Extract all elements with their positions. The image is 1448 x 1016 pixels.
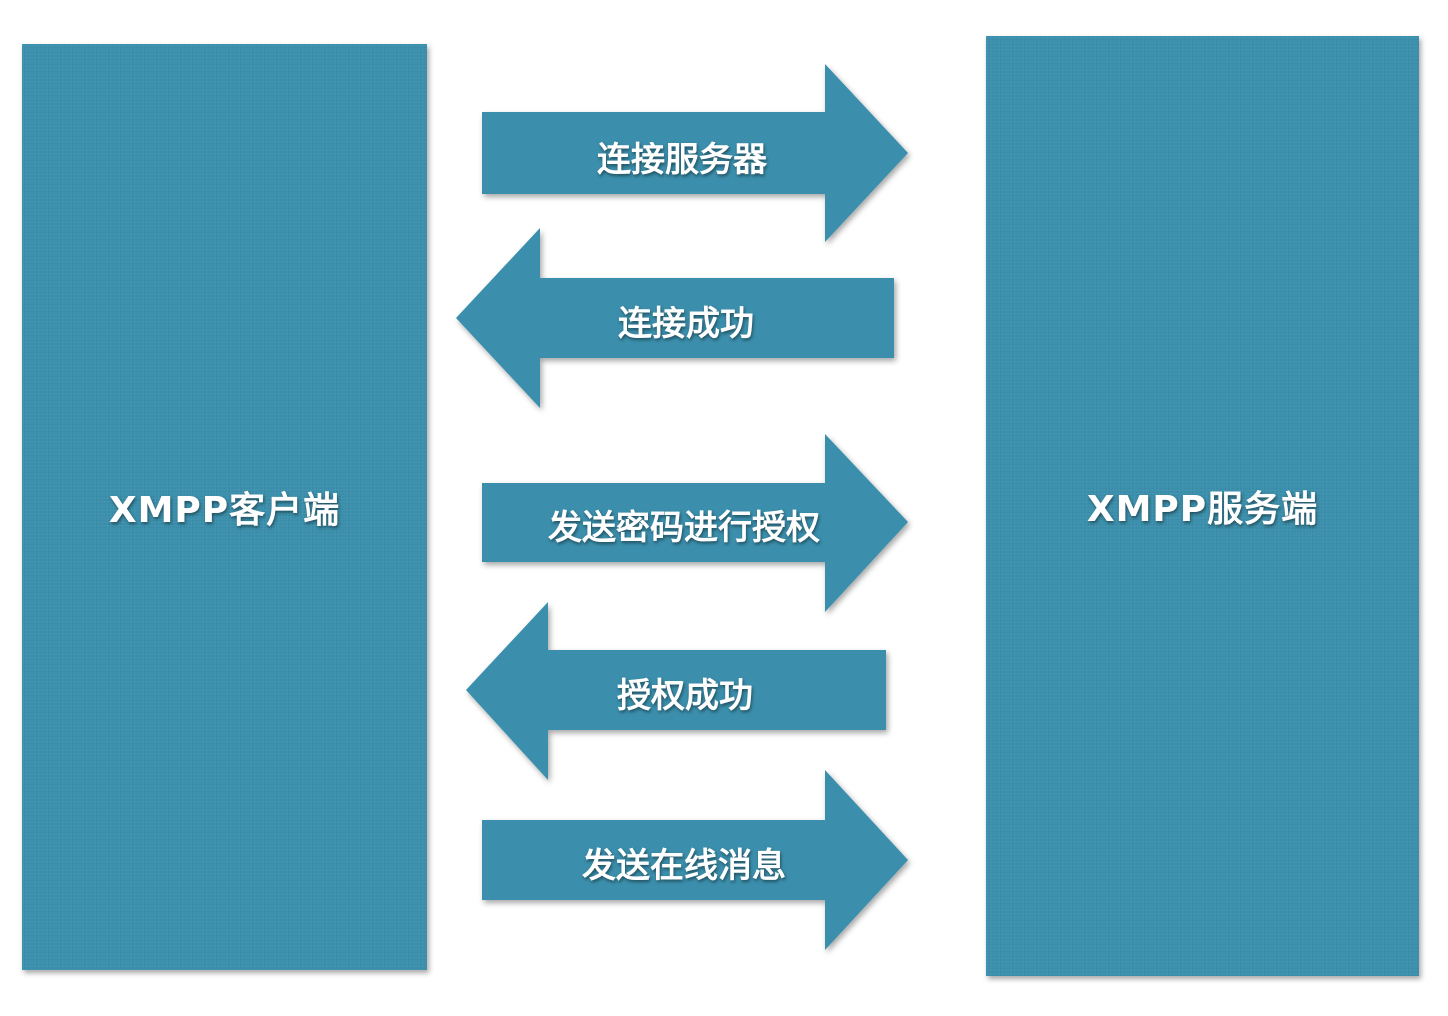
arrow-send-password: 发送密码进行授权 [482,434,912,612]
arrow-label-send-online: 发送在线消息 [582,846,786,886]
arrow-label-connect-success: 连接成功 [618,304,754,344]
right-arrow-icon [482,434,908,612]
arrow-label-send-password: 发送密码进行授权 [548,508,820,548]
xmpp-server-label: XMPP服务端 [1086,489,1319,530]
arrow-auth-success: 授权成功 [466,602,888,780]
arrow-label-connect-server: 连接服务器 [597,140,767,180]
arrow-connect-success: 连接成功 [456,228,896,408]
right-arrow-icon [482,770,908,950]
xmpp-client-label: XMPP客户端 [108,490,341,531]
right-arrow-icon [482,64,908,242]
left-arrow-icon [456,228,894,408]
xmpp-server-block: XMPP服务端 [986,36,1419,976]
xmpp-client-block: XMPP客户端 [22,44,427,970]
arrow-send-online: 发送在线消息 [482,770,912,950]
arrow-label-auth-success: 授权成功 [617,676,753,716]
arrow-connect-server: 连接服务器 [482,64,912,242]
left-arrow-icon [466,602,886,780]
